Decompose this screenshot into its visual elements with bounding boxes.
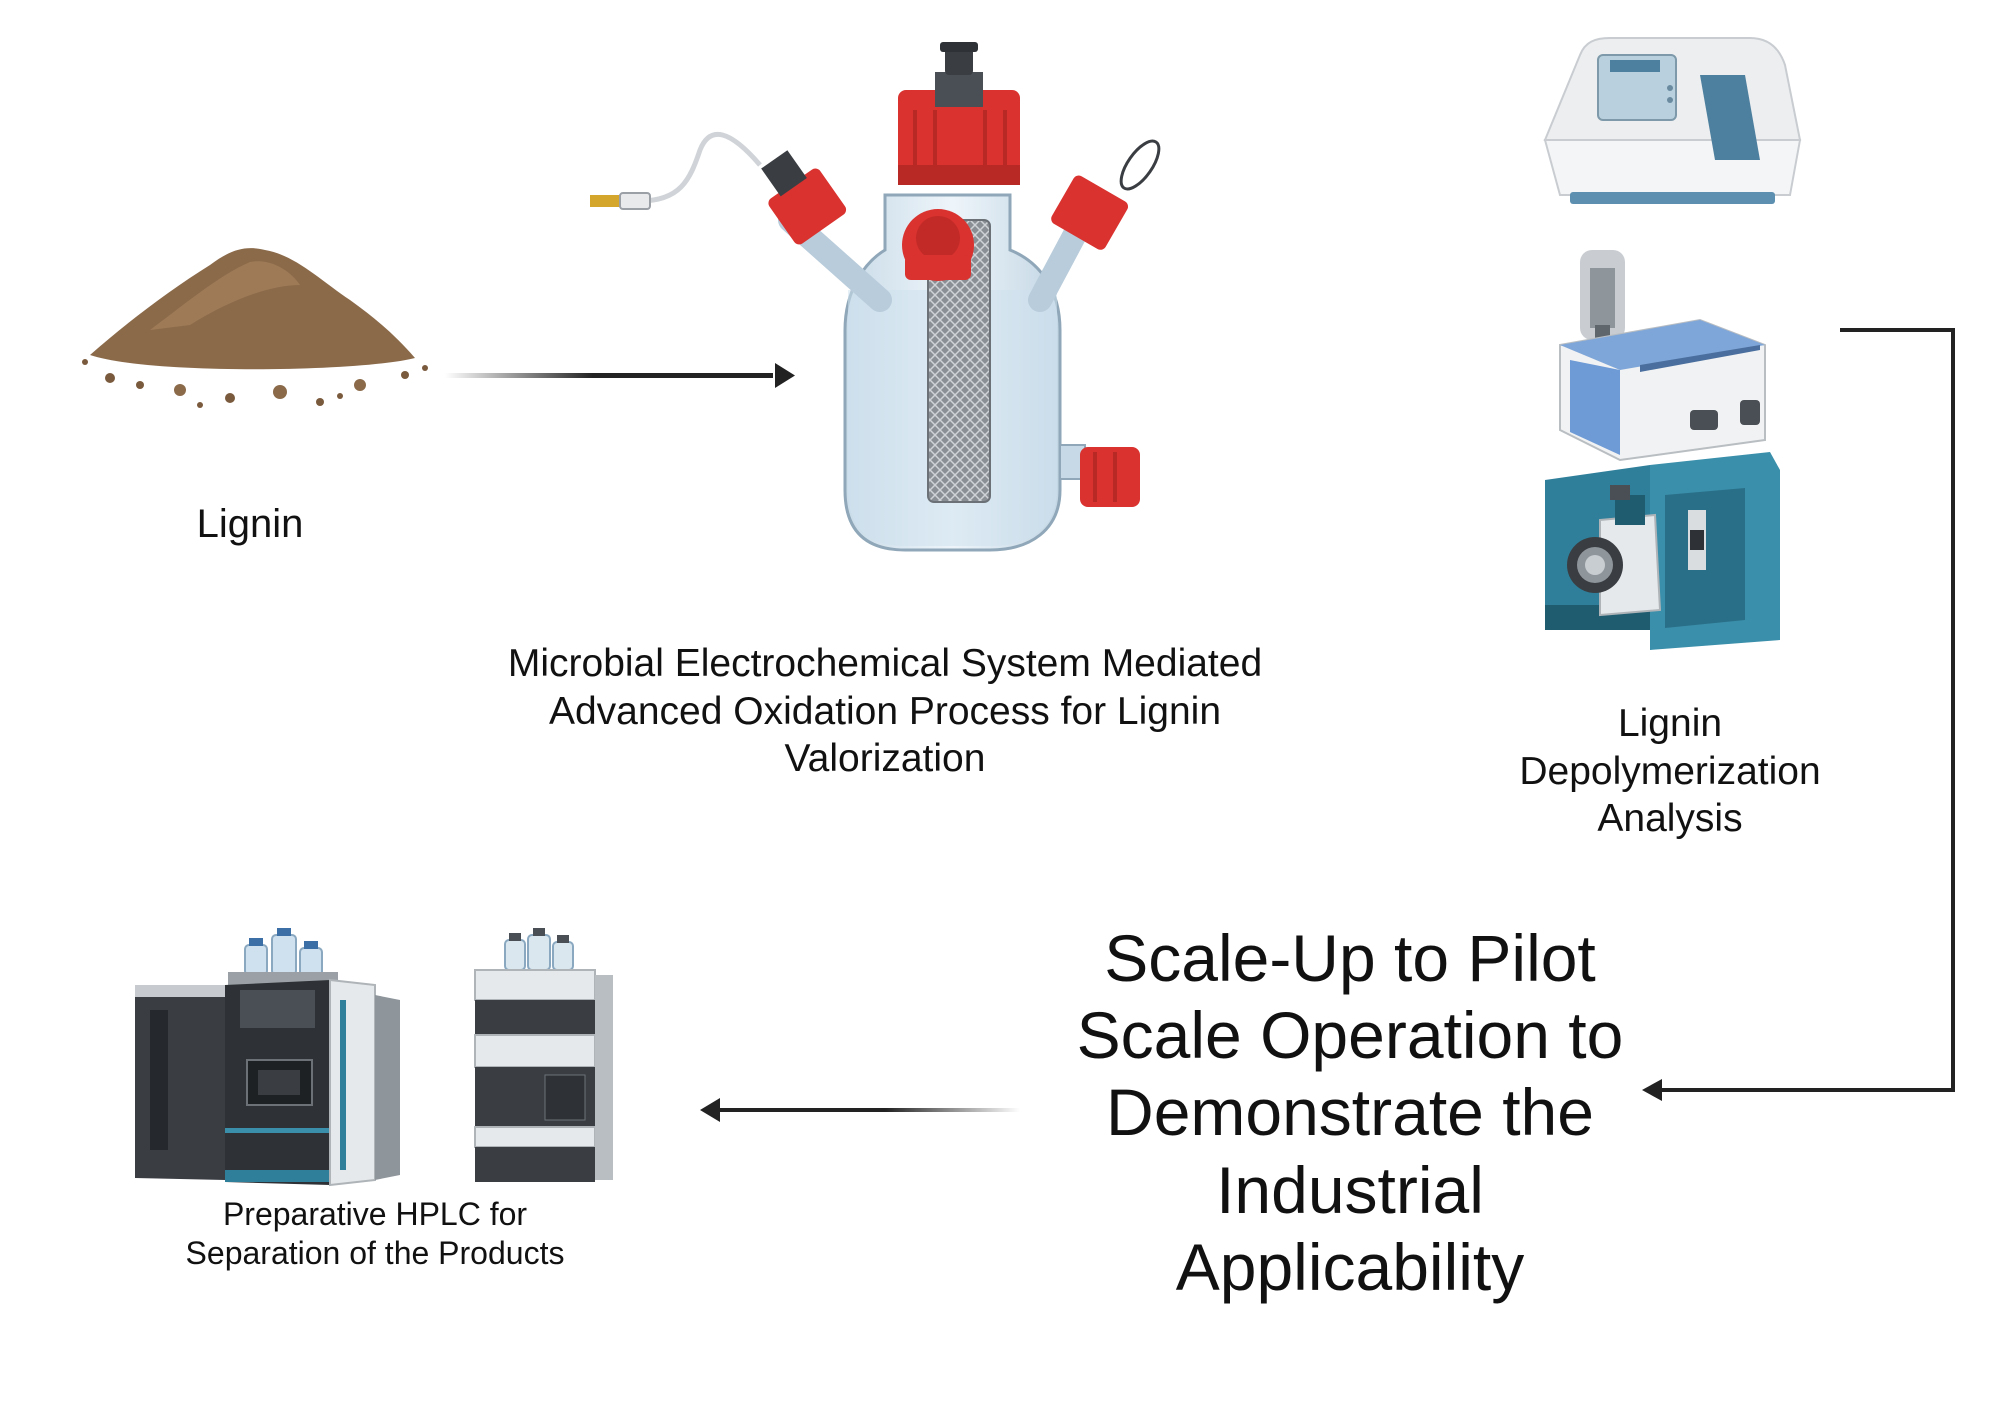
scale-up-label-line: Industrial [1216, 1152, 1484, 1227]
mass-spectrometer-icon [1559, 250, 1766, 462]
lignin-label-line: Lignin [196, 502, 304, 546]
scale-up-label-line: Applicability [1175, 1229, 1525, 1304]
lignin-label: Lignin [150, 500, 350, 549]
preparative-hplc-system-icon [135, 928, 400, 1187]
hplc-label-line: Separation of the Products [185, 1235, 565, 1272]
analysis-label-line: Depolymerization [1519, 749, 1821, 793]
mes-reactor-label-line: Microbial Electrochemical System Mediate… [507, 642, 1263, 685]
hplc-stack-icon [474, 928, 613, 1182]
analysis-label: Lignin Depolymerization Analysis [1440, 700, 1900, 843]
scale-up-label-line: Demonstrate the [1106, 1075, 1594, 1150]
electrochemical-reactor-flask-icon [590, 42, 1161, 552]
arrow-analysis-to-scaleup [1642, 328, 1955, 1101]
mes-reactor-label-line: Advanced Oxidation Process for Lignin [548, 689, 1222, 733]
arrow-scaleup-to-hplc [700, 1098, 1020, 1122]
scale-up-label-line: Scale-Up to Pilot [1104, 921, 1596, 995]
hplc-label-line: Preparative HPLC for [222, 1196, 528, 1232]
arrow-lignin-to-reactor [445, 363, 795, 388]
scale-up-label-line: Scale Operation to [1076, 998, 1624, 1073]
analysis-label-line: Analysis [1597, 797, 1743, 841]
lignin-powder-pile-icon [82, 248, 428, 408]
analysis-label-line: Lignin [1617, 702, 1723, 745]
mes-reactor-label-line: Valorization [784, 737, 986, 781]
spectrophotometer-icon [1543, 37, 1802, 204]
mes-reactor-label: Microbial Electrochemical System Mediate… [420, 640, 1350, 783]
lc-ms-system-icon [1545, 452, 1780, 650]
hplc-label: Preparative HPLC for Separation of the P… [140, 1195, 610, 1273]
scale-up-label: Scale-Up to Pilot Scale Operation to Dem… [1030, 920, 1670, 1306]
